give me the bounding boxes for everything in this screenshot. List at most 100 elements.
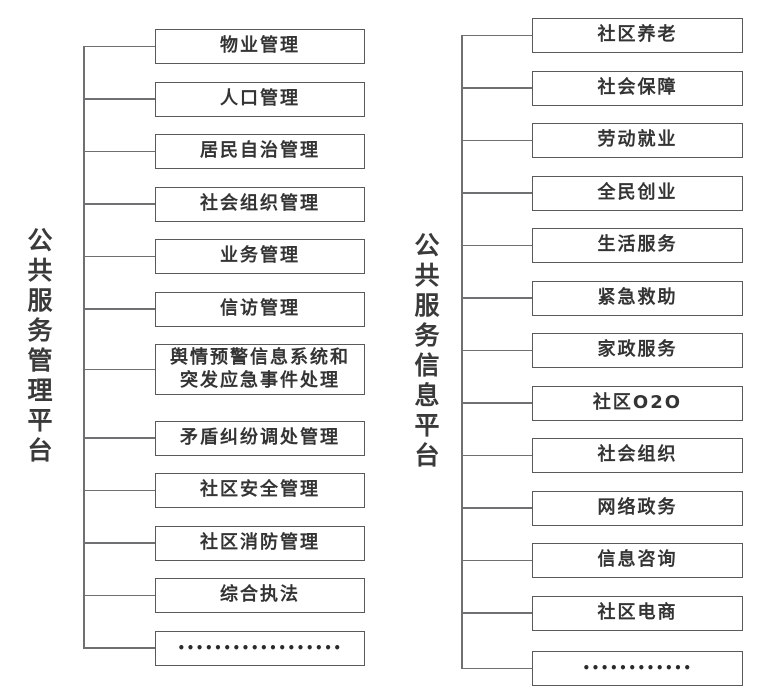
branch-line xyxy=(83,437,155,439)
branch-line xyxy=(83,150,155,153)
branch-line xyxy=(461,349,532,352)
branch-line xyxy=(461,507,532,509)
tree-row: •••••••••••••••••• xyxy=(83,630,365,666)
node-label: 全民创业 xyxy=(597,181,678,203)
node-box: 综合执法 xyxy=(155,578,365,613)
node-box: 居民自治管理 xyxy=(155,134,365,169)
branch-line xyxy=(83,594,155,597)
node-label: 物业管理 xyxy=(220,35,300,57)
tree-row: 舆情预警信息系统和 突发应急事件处理 xyxy=(83,344,365,395)
node-box: 人口管理 xyxy=(155,81,365,117)
tree-row: 社会组织管理 xyxy=(83,186,365,222)
node-label: 社会保障 xyxy=(597,76,678,98)
node-label: 劳动就业 xyxy=(597,129,678,151)
branch-line xyxy=(461,87,532,89)
tree-row: 信息咨询 xyxy=(461,543,743,578)
tree-row: 生活服务 xyxy=(461,228,743,263)
ellipsis-label: •••••••••••• xyxy=(582,661,693,675)
node-box: 信访管理 xyxy=(155,291,365,327)
platform-information: 公共服务信息平台 社区养老社会保障劳动就业全民创业生活服务紧急救助家政服务社区O… xyxy=(391,18,743,686)
node-box: 社区养老 xyxy=(532,18,743,53)
branch-line xyxy=(461,402,532,404)
branch-line xyxy=(83,98,155,100)
branch-line xyxy=(83,203,155,205)
node-box: 矛盾纠纷调处管理 xyxy=(155,420,365,456)
node-box: 全民创业 xyxy=(532,175,743,211)
branch-line xyxy=(83,542,155,544)
branch-line xyxy=(83,45,155,48)
tree-row: 矛盾纠纷调处管理 xyxy=(83,420,365,456)
node-label: 社区养老 xyxy=(597,24,678,46)
tree-row: 社区安全管理 xyxy=(83,473,365,508)
node-label: 社区消防管理 xyxy=(200,531,320,553)
tree-row: 网络政务 xyxy=(461,490,743,526)
node-label: 社区O2O xyxy=(592,391,683,413)
node-label: 信访管理 xyxy=(220,297,300,319)
node-label: 社区安全管理 xyxy=(200,479,320,501)
node-box: •••••••••••• xyxy=(532,651,743,686)
node-box: 社区消防管理 xyxy=(155,525,365,561)
tree-row: 人口管理 xyxy=(83,81,365,117)
node-label: 家政服务 xyxy=(597,339,678,361)
branch-line xyxy=(461,297,532,299)
node-box: 业务管理 xyxy=(155,239,365,274)
item-rows: 社区养老社会保障劳动就业全民创业生活服务紧急救助家政服务社区O2O 社会组织网络政… xyxy=(391,18,743,686)
tree-row: •••••••••••• xyxy=(461,651,743,686)
branch-line xyxy=(461,612,532,614)
tree-row: 全民创业 xyxy=(461,175,743,211)
node-label: 舆情预警信息系统和 突发应急事件处理 xyxy=(170,347,350,391)
branch-line xyxy=(461,559,532,562)
node-label: 综合执法 xyxy=(220,584,300,606)
node-box: 舆情预警信息系统和 突发应急事件处理 xyxy=(155,344,365,395)
platform-information-label: 公共服务信息平台 xyxy=(411,232,440,472)
node-label: 网络政务 xyxy=(597,496,678,518)
node-box: 社区O2O xyxy=(532,385,743,421)
node-label: 紧急救助 xyxy=(597,286,678,308)
node-box: 社会组织管理 xyxy=(155,186,365,222)
node-label: 居民自治管理 xyxy=(200,140,320,162)
branch-line xyxy=(461,34,532,37)
item-rows: 物业管理人口管理居民自治管理社会组织管理业务管理信访管理舆情预警信息系统和 突发… xyxy=(0,29,365,666)
trunk-line xyxy=(83,46,85,649)
branch-line xyxy=(461,667,532,670)
node-label: 矛盾纠纷调处管理 xyxy=(180,426,340,448)
node-box: 劳动就业 xyxy=(532,123,743,158)
trunk-line xyxy=(461,35,463,669)
node-box: 物业管理 xyxy=(155,29,365,64)
node-box: 社区电商 xyxy=(532,595,743,631)
tree-row: 社会组织 xyxy=(461,438,743,473)
node-box: 紧急救助 xyxy=(532,280,743,316)
tree-row: 业务管理 xyxy=(83,239,365,274)
node-label: 社区电商 xyxy=(597,601,678,623)
branch-line xyxy=(83,255,155,258)
tree-row: 居民自治管理 xyxy=(83,134,365,169)
node-label: 信息咨询 xyxy=(597,549,678,571)
tree-row: 社区养老 xyxy=(461,18,743,53)
node-box: 社会保障 xyxy=(532,70,743,106)
tree-row: 社区O2O xyxy=(461,385,743,421)
node-label: 社会组织 xyxy=(597,444,678,466)
ellipsis-label: •••••••••••••••••• xyxy=(177,640,343,655)
node-box: 家政服务 xyxy=(532,333,743,368)
node-label: 社会组织管理 xyxy=(200,192,320,214)
tree-row: 社区消防管理 xyxy=(83,525,365,561)
node-label: 人口管理 xyxy=(220,87,300,109)
tree-row: 社会保障 xyxy=(461,70,743,106)
node-label: 业务管理 xyxy=(220,245,300,267)
tree-row: 社区电商 xyxy=(461,595,743,631)
branch-line xyxy=(461,454,532,457)
tree-row: 信访管理 xyxy=(83,291,365,327)
node-box: 信息咨询 xyxy=(532,543,743,578)
branch-line xyxy=(461,192,532,194)
tree-row: 劳动就业 xyxy=(461,123,743,158)
node-label: 生活服务 xyxy=(597,234,678,256)
branch-line xyxy=(83,647,155,649)
tree-row: 综合执法 xyxy=(83,578,365,613)
branch-line xyxy=(83,489,155,492)
platform-management-label: 公共服务管理平台 xyxy=(24,227,53,468)
branch-line xyxy=(461,139,532,142)
tree-row: 紧急救助 xyxy=(461,280,743,316)
tree-row: 家政服务 xyxy=(461,333,743,368)
node-box: 网络政务 xyxy=(532,490,743,526)
